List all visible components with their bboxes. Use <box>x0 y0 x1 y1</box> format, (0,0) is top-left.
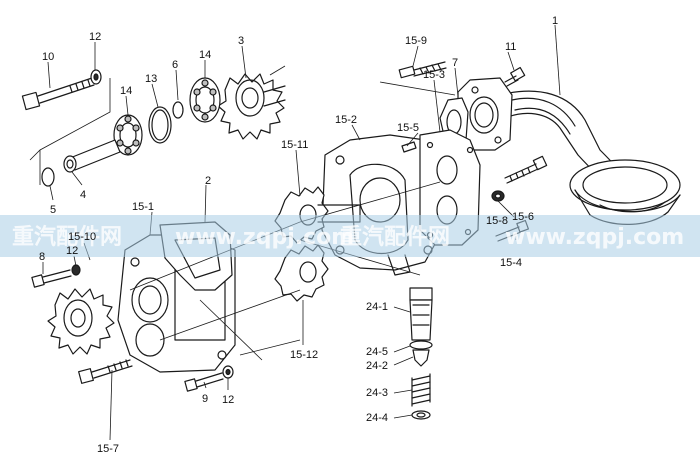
part-12-washer-left <box>71 264 81 276</box>
callout-12-left: 12 <box>66 245 78 257</box>
callout-24-4: 24-4 <box>366 412 388 424</box>
part-7-pipe-flange <box>457 77 513 151</box>
watermark-text-4: www.zqpj.com <box>505 225 684 250</box>
part-10-bolt <box>21 77 95 111</box>
part-8-bolt <box>31 269 72 288</box>
part-24-1-valve-body <box>409 287 433 341</box>
callout-14-upper: 14 <box>199 49 211 61</box>
callout-15-1: 15-1 <box>132 201 154 213</box>
callout-15-12: 15-12 <box>290 349 318 361</box>
callout-6: 6 <box>172 59 178 71</box>
part-24-4-washer <box>411 410 431 420</box>
part-15-6-bolt <box>504 155 548 184</box>
callout-15-8: 15-8 <box>486 215 508 227</box>
part-15-10-gear <box>47 288 115 355</box>
part-14-bearing-lower <box>113 114 143 156</box>
watermark-text-1: 重汽配件网 <box>12 224 122 250</box>
part-15-5-dowel-pin <box>401 141 417 153</box>
part-13-snap-ring <box>148 106 172 144</box>
part-24-5-washer <box>409 340 433 350</box>
callout-15-6: 15-6 <box>512 211 534 223</box>
part-12-washer-top <box>90 69 102 85</box>
callout-9: 9 <box>202 393 208 405</box>
part-14-bearing-upper <box>189 77 221 123</box>
callout-15-11: 15-11 <box>281 139 308 151</box>
callout-5: 5 <box>50 204 56 216</box>
callout-15-10: 15-10 <box>68 231 96 243</box>
part-9-bolt <box>184 372 224 392</box>
watermark-text-2: www.zqpj.com <box>175 225 354 250</box>
part-12-washer-bottom <box>222 365 234 379</box>
callout-4: 4 <box>80 189 86 201</box>
callout-24-3: 24-3 <box>366 387 388 399</box>
part-11-bolt <box>504 66 526 87</box>
callout-12-bottom: 12 <box>222 394 234 406</box>
callout-10: 10 <box>42 51 54 63</box>
callout-7: 7 <box>452 57 458 69</box>
watermark: 重汽配件网 www.zqpj.com 重汽配件网 www.zqpj.com <box>0 215 700 257</box>
callout-15-9: 15-9 <box>405 35 427 47</box>
part-24-3-spring <box>411 373 431 407</box>
callout-15-3: 15-3 <box>423 69 445 81</box>
part-6-washer <box>172 101 184 119</box>
callout-11: 11 <box>505 41 516 53</box>
callout-15-7: 15-7 <box>97 443 119 455</box>
part-5-seal-ring <box>41 167 55 187</box>
part-15-8-washer <box>491 190 505 202</box>
callout-24-2: 24-2 <box>366 360 388 372</box>
callout-1: 1 <box>552 15 558 27</box>
watermark-text-3: 重汽配件网 <box>340 224 450 250</box>
callout-14-lower: 14 <box>120 85 132 97</box>
callout-3: 3 <box>238 35 244 47</box>
callout-15-2: 15-2 <box>335 114 357 126</box>
part-3-gear <box>217 73 286 140</box>
callout-24-1: 24-1 <box>366 301 388 313</box>
callout-8: 8 <box>39 251 45 263</box>
callout-15-5: 15-5 <box>397 122 419 134</box>
part-15-9-bolt <box>398 61 447 79</box>
part-24-2-valve <box>412 349 430 367</box>
callout-2: 2 <box>205 175 211 187</box>
callout-24-5: 24-5 <box>366 346 388 358</box>
callout-labels: 1 2 3 4 5 6 7 8 9 10 11 12 12 12 13 14 1… <box>39 15 558 455</box>
callout-12-top: 12 <box>89 31 101 43</box>
part-15-7-bolt <box>78 359 133 384</box>
callout-13: 13 <box>145 73 157 85</box>
part-1-oil-pickup-pipe <box>499 90 681 225</box>
part-4-shaft <box>63 139 121 173</box>
watermark-band <box>0 215 700 257</box>
callout-15-4: 15-4 <box>500 257 522 269</box>
